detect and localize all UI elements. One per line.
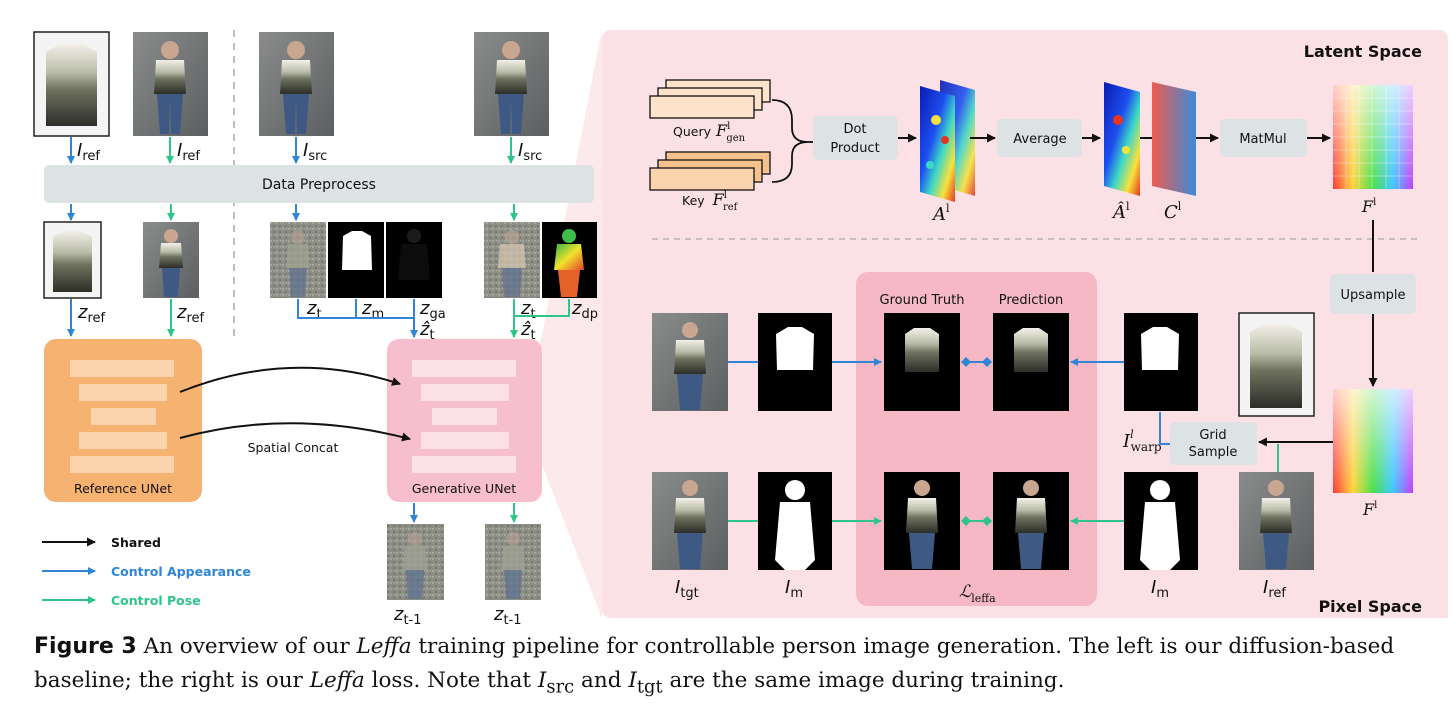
label-isrc-1: Isrc	[303, 140, 327, 164]
data-preprocess-bar	[44, 165, 594, 203]
warped-garment-top	[1124, 313, 1198, 411]
label-F-latent: Fl	[1361, 197, 1376, 216]
legend-shared: Shared	[111, 535, 161, 550]
key-stack	[649, 151, 771, 191]
pixel-tgt-top	[652, 313, 728, 411]
label-iref-garment: Iref	[77, 140, 100, 164]
correlation-map-C	[1152, 82, 1196, 196]
input-src-1	[259, 32, 334, 136]
label-I-m-left: Im	[785, 577, 803, 601]
legend: Shared Control Appearance Control Pose	[42, 535, 251, 608]
label-F-pixel: Fl	[1362, 500, 1377, 519]
pixel-ref-garment	[1238, 312, 1315, 417]
label-iref-person: Iref	[177, 140, 200, 164]
pixel-tgt-bottom	[652, 472, 728, 570]
input-src-2	[474, 32, 549, 136]
legend-control-appearance: Control Appearance	[111, 564, 251, 579]
output-z-t-1-appearance	[387, 524, 444, 600]
label-z-t-1-a: zt-1	[393, 604, 422, 628]
latent-z-t-noisy	[270, 222, 326, 298]
latent-space-label: Latent Space	[1304, 42, 1422, 61]
label-C: Cl	[1164, 200, 1182, 223]
label-A: Al	[931, 202, 950, 225]
output-z-t-1-pose	[485, 524, 541, 600]
legend-control-pose: Control Pose	[111, 593, 201, 608]
latent-z-dp-densepose	[542, 222, 597, 298]
figure-label: Figure 3	[34, 634, 137, 659]
average-label: Average	[1013, 132, 1066, 147]
upsample-label: Upsample	[1340, 288, 1405, 303]
prediction-top	[993, 313, 1069, 411]
attention-map-A-hat	[1104, 82, 1140, 196]
generative-unet-label: Generative UNet	[412, 481, 516, 496]
flow-field-latent	[1333, 85, 1413, 189]
upsample-box	[1330, 274, 1416, 314]
prediction-label: Prediction	[999, 293, 1064, 308]
average-box	[997, 119, 1082, 157]
query-stack	[649, 79, 771, 119]
data-preprocess-label: Data Preprocess	[262, 177, 376, 193]
label-z-t-1-b: zt-1	[493, 604, 522, 628]
label-L-leffa: ℒleffa	[959, 582, 996, 605]
matmul-label: MatMul	[1239, 132, 1286, 147]
latent-z-m-mask	[328, 222, 384, 298]
label-isrc-2: Isrc	[518, 140, 542, 164]
prediction-bottom	[993, 472, 1069, 570]
spatial-concat-label: Spatial Concat	[248, 440, 339, 455]
label-z-ref-person: zref	[176, 302, 205, 326]
latent-z-ref-person	[143, 222, 199, 298]
zoom-wedge	[540, 30, 602, 618]
input-ref-garment	[33, 31, 110, 137]
reference-unet: Reference UNet	[44, 339, 202, 502]
latent-z-ref-garment	[43, 221, 102, 299]
grid-sample-box	[1170, 422, 1257, 465]
warped-person-bottom	[1124, 472, 1198, 570]
pixel-space-label: Pixel Space	[1318, 597, 1422, 616]
person-mask-bottom-left	[758, 472, 832, 570]
ground-truth-label: Ground Truth	[880, 293, 965, 308]
pixel-ref-person	[1239, 472, 1314, 570]
matmul-box	[1220, 119, 1307, 157]
label-I-m-right: Im	[1151, 577, 1169, 601]
generative-unet: Generative UNet	[387, 339, 542, 502]
flow-field-pixel	[1333, 389, 1413, 493]
pixel-garment-mask-top	[758, 313, 832, 411]
attention-map-A	[920, 80, 975, 202]
label-z-ref-garment: zref	[77, 302, 106, 326]
ground-truth-bottom	[884, 472, 960, 570]
latent-z-t-pose	[484, 222, 540, 298]
figure-caption: Figure 3 An overview of our Leffa traini…	[34, 634, 1395, 698]
label-I-ref-right: Iref	[1263, 577, 1286, 601]
latent-z-ga	[386, 222, 442, 298]
input-ref-person	[133, 32, 208, 136]
label-A-hat: Âl	[1111, 200, 1130, 223]
reference-unet-label: Reference UNet	[74, 481, 172, 496]
dot-product-box	[813, 116, 898, 160]
ground-truth-top	[884, 313, 960, 411]
label-I-tgt: Itgt	[675, 577, 699, 601]
